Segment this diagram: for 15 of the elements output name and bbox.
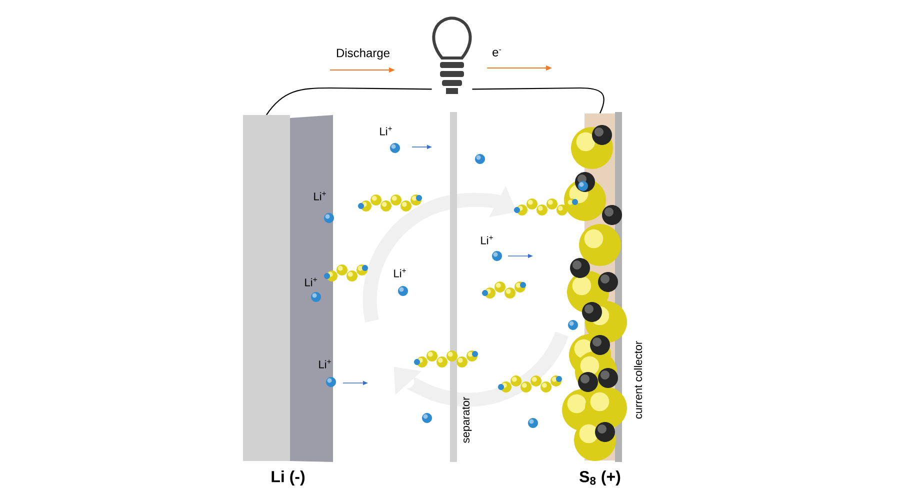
flow-label: Discharge bbox=[336, 48, 390, 60]
electrode-label: S$_{8}$ (+) bbox=[580, 470, 620, 486]
wire bbox=[472, 87, 604, 114]
light-bulb-icon bbox=[432, 16, 472, 94]
ion-label: Li$^{+}$ bbox=[394, 268, 406, 278]
ion-label: Li$^{+}$ bbox=[314, 192, 326, 200]
separator-label: separator bbox=[462, 396, 472, 443]
wire bbox=[266, 87, 432, 116]
ion-label: Li$^{+}$ bbox=[319, 360, 331, 368]
ion-label: Li$^{+}$ bbox=[380, 126, 392, 136]
flow-label: e$^{-}$ bbox=[492, 50, 502, 56]
ion-label: Li$^{+}$ bbox=[481, 236, 493, 244]
electrode-label: Li (-) bbox=[272, 470, 305, 486]
ion-label: Li$^{+}$ bbox=[305, 278, 317, 286]
collector-label: current collector bbox=[634, 341, 642, 419]
